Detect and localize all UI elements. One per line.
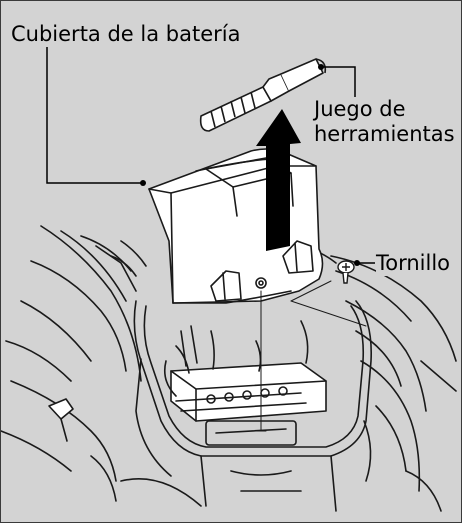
screw-icon bbox=[337, 260, 355, 284]
body-panel-lines-right bbox=[300, 245, 457, 492]
battery bbox=[163, 320, 327, 446]
lift-up-arrow bbox=[256, 109, 301, 251]
left-bracket bbox=[48, 398, 74, 442]
tool-kit-label-line2: herramientas bbox=[314, 122, 455, 146]
tool-kit-icon bbox=[199, 58, 327, 132]
tool-kit-label-line1: Juego de bbox=[314, 97, 406, 121]
screw-label: Tornillo bbox=[376, 251, 451, 276]
battery-cover bbox=[148, 148, 324, 304]
tool-kit-label: Juego de herramientas bbox=[314, 97, 455, 147]
battery-tray bbox=[133, 300, 373, 512]
leader-dots bbox=[140, 64, 360, 266]
battery-cover-label: Cubierta de la batería bbox=[11, 22, 241, 47]
body-panel-lines-left bbox=[1, 225, 147, 482]
